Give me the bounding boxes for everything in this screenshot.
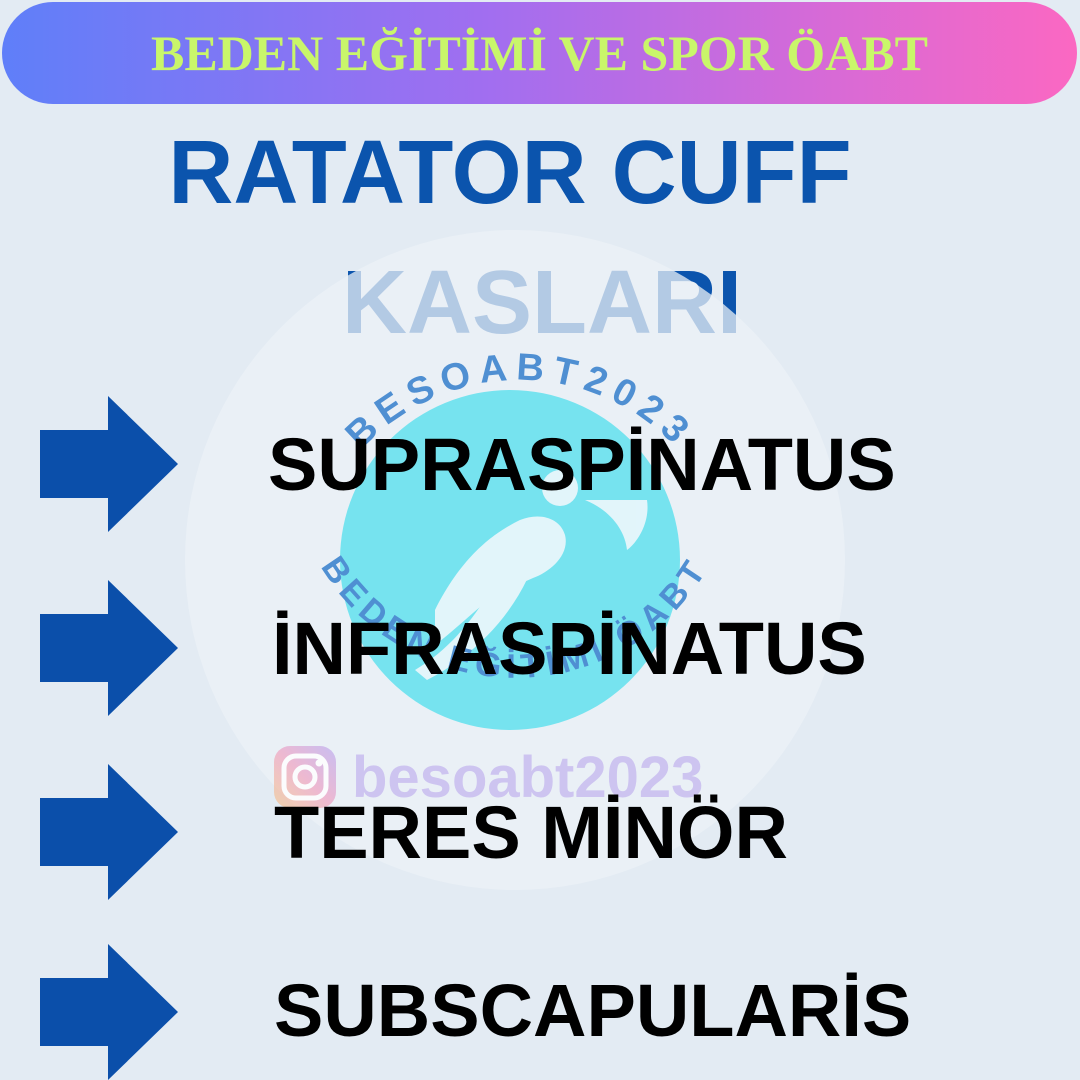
arrow-icon [40,396,178,532]
watermark-logo: BESOABT2023 BEDEN EĞİTİMİ ÖABT [185,230,845,890]
banner-title: BEDEN EĞİTİMİ VE SPOR ÖABT [150,25,929,81]
muscle-item-subscapularis: SUBSCAPULARİS [274,969,912,1052]
muscle-item-teres-minor: TERES MİNÖR [274,791,788,874]
page-title-line-1: RATATOR CUFF [168,123,852,223]
instagram-handle: besoabt2023 [352,744,704,810]
muscle-item-supraspinatus: SUPRASPİNATUS [268,423,896,506]
arrow-icon [40,944,178,1080]
arrow-icon [40,580,178,716]
arrow-icon [40,764,178,900]
muscle-item-infraspinatus: İNFRASPİNATUS [272,607,867,690]
instagram-watermark: besoabt2023 [272,742,703,812]
instagram-icon [274,746,336,808]
header-banner: BEDEN EĞİTİMİ VE SPOR ÖABT [2,2,1077,104]
running-person-icon [415,470,648,680]
